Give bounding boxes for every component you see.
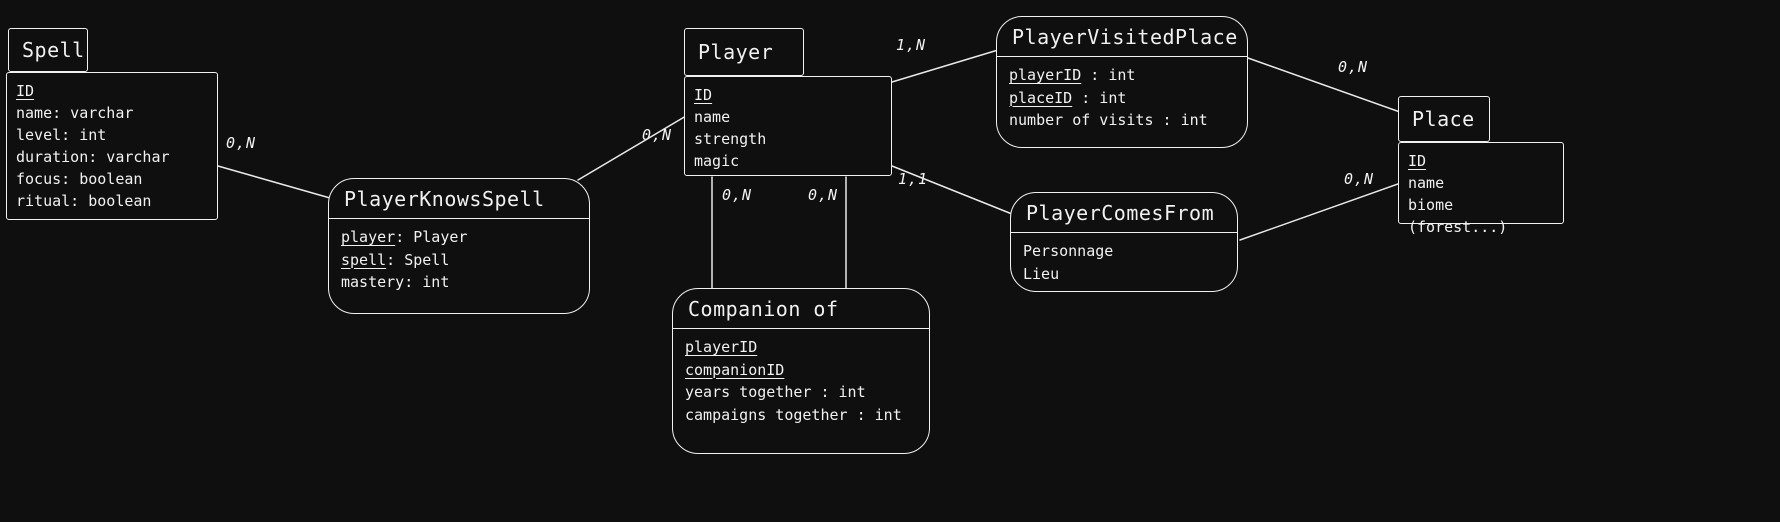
attr-text: biome (forest...) — [1408, 196, 1508, 236]
attribute-row: magic — [694, 150, 882, 172]
attribute-row: focus: boolean — [16, 168, 208, 190]
entity-title-label: Place — [1412, 107, 1475, 131]
attribute-row: Lieu — [1023, 263, 1225, 286]
attribute-row: level: int — [16, 124, 208, 146]
entity-title-label: Spell — [22, 38, 85, 62]
attribute-row: number of visits : int — [1009, 109, 1235, 132]
attribute-row: ID — [1408, 150, 1559, 172]
attr-underlined: playerID — [685, 338, 758, 356]
attr-text: : int — [1072, 88, 1127, 107]
entity-spell-title[interactable]: Spell — [8, 28, 88, 72]
attr-text: : Spell — [386, 250, 450, 269]
attribute-row: player: Player — [341, 226, 577, 249]
entity-place-title[interactable]: Place — [1398, 96, 1490, 142]
attr-text: years together : int — [685, 383, 866, 401]
attr-text: : Player — [395, 228, 468, 246]
attribute-row: spell: Spell — [341, 249, 577, 272]
attr-underlined: spell — [341, 250, 387, 269]
attr-underlined: companionID — [685, 360, 785, 379]
attribute-row: Personnage — [1023, 240, 1225, 263]
relation-title: PlayerVisitedPlace — [997, 17, 1247, 57]
attr-text: duration: varchar — [16, 148, 170, 166]
connector-player-playervisitedplace[interactable] — [891, 49, 999, 83]
connector-playervisitedplace-place[interactable] — [1247, 57, 1401, 113]
attribute-row: ritual: boolean — [16, 190, 208, 212]
relation-playerknowsspell[interactable]: PlayerKnowsSpell player: Player spell: S… — [328, 178, 590, 314]
cardinality-player-companionof-right[interactable]: 0,N — [808, 186, 839, 204]
attribute-row: duration: varchar — [16, 146, 208, 168]
attribute-row: years together : int — [685, 381, 917, 404]
attribute-row: name — [1408, 172, 1559, 194]
attribute-row: placeID : int — [1009, 87, 1235, 110]
relation-playercomesfrom[interactable]: PlayerComesFrom Personnage Lieu — [1010, 192, 1238, 292]
attr-text: name — [1408, 174, 1445, 192]
entity-spell-body[interactable]: ID name: varchar level: int duration: va… — [6, 72, 218, 220]
attr-text: Personnage — [1023, 242, 1114, 260]
attr-text: strength — [694, 130, 767, 148]
relation-companionof[interactable]: Companion of playerID companionID years … — [672, 288, 930, 454]
entity-player-title[interactable]: Player — [684, 28, 804, 76]
attribute-row: playerID — [685, 336, 917, 359]
attribute-row: ID — [16, 80, 208, 102]
cardinality-playerknowsspell-player[interactable]: 0,N — [642, 126, 673, 144]
attr-text: : int — [1081, 66, 1136, 84]
attribute-row: strength — [694, 128, 882, 150]
attr-text: ritual: boolean — [16, 192, 152, 210]
attribute-row: biome (forest...) — [1408, 194, 1559, 238]
relation-title: Companion of — [673, 289, 929, 329]
attr-text: name: varchar — [16, 104, 134, 122]
attr-text: number of visits : int — [1009, 111, 1208, 129]
connector-playercomesfrom-place[interactable] — [1239, 183, 1399, 241]
attr-underlined: ID — [1408, 152, 1427, 170]
attr-underlined: playerID — [1009, 66, 1082, 84]
relation-title: PlayerKnowsSpell — [329, 179, 589, 219]
attribute-row: campaigns together : int — [685, 404, 917, 427]
attr-underlined: ID — [16, 82, 35, 100]
cardinality-player-companionof-left[interactable]: 0,N — [722, 186, 753, 204]
cardinality-playercomesfrom-place[interactable]: 0,N — [1344, 170, 1375, 188]
attr-underlined: player — [341, 228, 396, 246]
attr-text: campaigns together : int — [685, 405, 902, 424]
attribute-row: playerID : int — [1009, 64, 1235, 87]
cardinality-spell-playerknowsspell[interactable]: 0,N — [226, 134, 257, 152]
attribute-row: ID — [694, 84, 882, 106]
attr-text: level: int — [16, 126, 107, 144]
relation-title: PlayerComesFrom — [1011, 193, 1237, 233]
cardinality-player-playervisitedplace[interactable]: 1,N — [896, 36, 927, 54]
entity-title-label: Player — [698, 40, 774, 64]
attribute-row: name — [694, 106, 882, 128]
connector-spell-playerknowsspell[interactable] — [217, 165, 331, 199]
attribute-row: name: varchar — [16, 102, 208, 124]
attribute-row: mastery: int — [341, 271, 577, 294]
attr-text: focus: boolean — [16, 170, 143, 188]
attribute-row: companionID — [685, 359, 917, 382]
attr-text: mastery: int — [341, 273, 450, 291]
connector-playerknowsspell-player[interactable] — [577, 115, 687, 181]
entity-place-body[interactable]: ID name biome (forest...) — [1398, 142, 1564, 236]
connector-player-playercomesfrom[interactable] — [891, 165, 1013, 215]
attr-underlined: placeID — [1009, 88, 1073, 107]
cardinality-playervisitedplace-place[interactable]: 0,N — [1338, 58, 1369, 76]
attr-text: name — [694, 108, 731, 126]
relation-playervisitedplace[interactable]: PlayerVisitedPlace playerID : int placeI… — [996, 16, 1248, 148]
cardinality-player-playercomesfrom[interactable]: 1,1 — [898, 170, 929, 188]
entity-player-body[interactable]: ID name strength magic — [684, 76, 892, 176]
attr-text: magic — [694, 152, 740, 170]
attr-underlined: ID — [694, 86, 713, 104]
attr-text: Lieu — [1023, 264, 1060, 283]
